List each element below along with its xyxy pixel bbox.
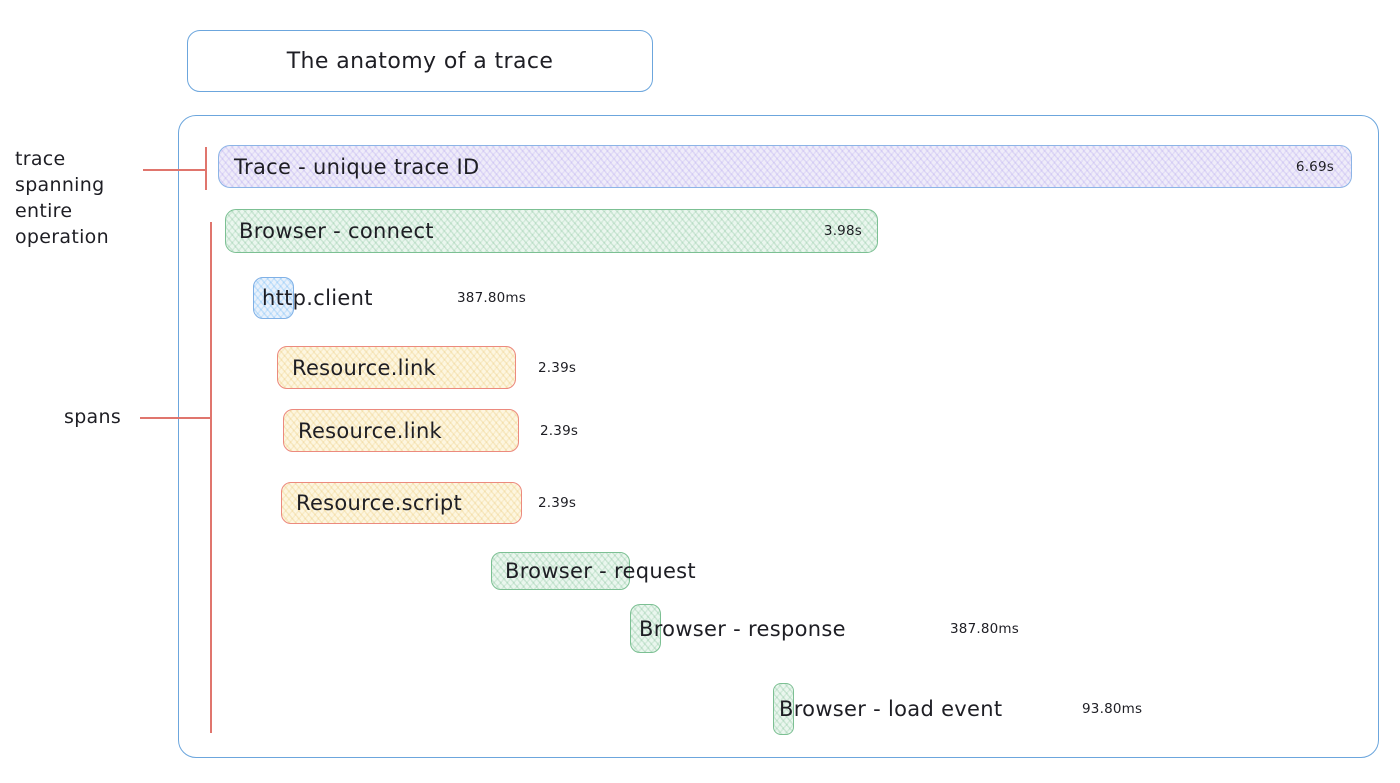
span-row-browser-load-event: Browser - load event 93.80ms bbox=[773, 683, 1173, 735]
span-label: http.client bbox=[262, 286, 373, 310]
span-duration: 93.80ms bbox=[1082, 701, 1143, 717]
span-row-trace: Trace - unique trace ID 6.69s bbox=[218, 145, 1378, 188]
spans-bracket-line bbox=[210, 222, 212, 733]
browser-request-span-bar bbox=[491, 552, 630, 590]
span-label: Trace - unique trace ID bbox=[234, 154, 480, 179]
trace-annotation-line: entire bbox=[15, 200, 73, 222]
span-row-http-client: http.client 387.80ms bbox=[253, 277, 653, 319]
browser-connect-span-bar bbox=[225, 209, 878, 253]
span-row-resource-script: Resource.script 2.39s bbox=[281, 482, 681, 524]
trace-span-bar bbox=[218, 145, 1352, 188]
span-row-browser-request: Browser - request bbox=[491, 552, 791, 590]
span-row-browser-connect: Browser - connect 3.98s bbox=[225, 209, 878, 253]
trace-pointer-line bbox=[143, 169, 207, 171]
http-client-span-bar bbox=[253, 277, 294, 319]
title-box: The anatomy of a trace bbox=[187, 30, 653, 92]
span-label: Browser - load event bbox=[779, 697, 1003, 721]
span-duration: 387.80ms bbox=[457, 290, 527, 306]
span-label: Resource.link bbox=[298, 418, 443, 443]
browser-response-span-bar bbox=[630, 604, 661, 653]
spans-pointer-line bbox=[140, 417, 212, 419]
spans-annotation-label: spans bbox=[64, 406, 122, 428]
span-duration: 6.69s bbox=[1295, 158, 1334, 175]
trace-annotation-line: operation bbox=[15, 226, 109, 248]
resource-link-span-bar bbox=[283, 409, 519, 452]
span-label: Resource.link bbox=[292, 355, 437, 380]
trace-pointer-tick bbox=[205, 147, 207, 190]
browser-load-event-span-bar bbox=[773, 683, 794, 735]
span-label: Browser - response bbox=[639, 616, 846, 641]
span-duration: 2.39s bbox=[540, 422, 579, 439]
span-row-resource-link-1: Resource.link 2.39s bbox=[277, 346, 677, 389]
span-label: Browser - connect bbox=[239, 219, 434, 243]
span-duration: 2.39s bbox=[538, 359, 577, 376]
trace-container-outline bbox=[178, 115, 1379, 758]
span-label: Resource.script bbox=[296, 491, 462, 515]
trace-annotation: trace spanning entire operation bbox=[15, 146, 109, 250]
spans-annotation: spans bbox=[64, 404, 121, 430]
span-row-resource-link-2: Resource.link 2.39s bbox=[283, 409, 683, 452]
span-duration: 3.98s bbox=[823, 223, 862, 239]
resource-script-span-bar bbox=[281, 482, 522, 524]
trace-annotation-line: trace bbox=[15, 148, 66, 170]
diagram-title: The anatomy of a trace bbox=[286, 48, 554, 74]
trace-annotation-line: spanning bbox=[15, 174, 105, 196]
resource-link-span-bar bbox=[277, 346, 516, 389]
span-label: Browser - request bbox=[505, 559, 696, 583]
span-duration: 2.39s bbox=[538, 495, 577, 511]
span-row-browser-response: Browser - response 387.80ms bbox=[630, 604, 1050, 653]
span-duration: 387.80ms bbox=[950, 620, 1020, 637]
